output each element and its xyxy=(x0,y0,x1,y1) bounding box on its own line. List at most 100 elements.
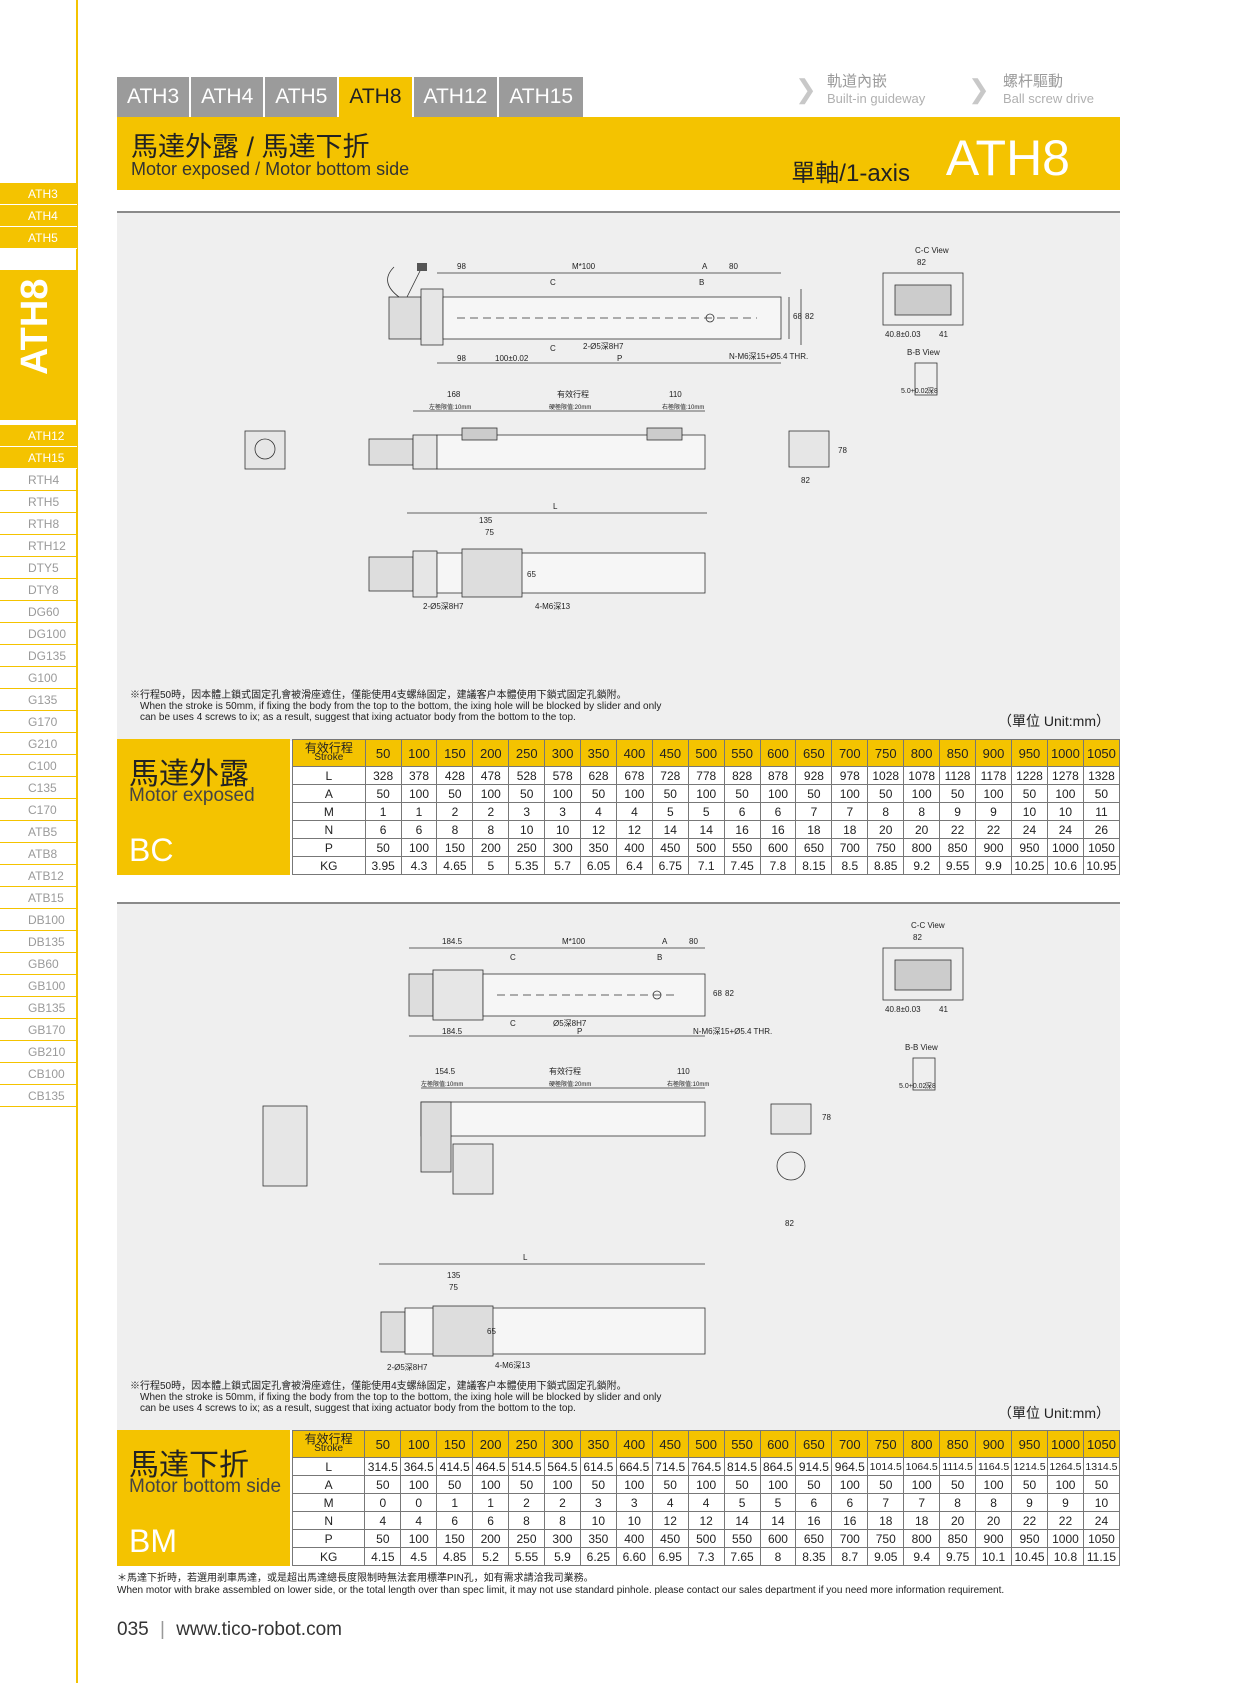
table-cell: 11.15 xyxy=(1082,1547,1121,1566)
row-key: KG xyxy=(291,1547,366,1566)
stroke-cell: 350 xyxy=(579,1430,617,1458)
table-cell: 10.45 xyxy=(1011,1547,1048,1566)
table-cell: 50 xyxy=(364,838,402,857)
sidebar-item-db135[interactable]: DB135 xyxy=(0,931,77,953)
table-cell: 50 xyxy=(508,784,546,803)
stroke-cell: 650 xyxy=(795,1430,833,1458)
table-cell: 50 xyxy=(436,1475,474,1494)
table-cell: 914.5 xyxy=(795,1457,833,1476)
drawing-panel-motor-bottom: 184.5 M*100 A 80 C B C Ø5深8H7 N-M6深15+Ø5… xyxy=(117,902,1120,1430)
table-cell: 100 xyxy=(1046,1475,1084,1494)
tab-ath3[interactable]: ATH3 xyxy=(117,77,190,117)
sidebar-item-dty5[interactable]: DTY5 xyxy=(0,557,77,579)
table-cell: 50 xyxy=(867,1475,905,1494)
dim-p: P xyxy=(617,354,622,363)
sidebar-item-db100[interactable]: DB100 xyxy=(0,909,77,931)
table-cell: 22 xyxy=(1046,1511,1084,1530)
table-cell: 314.5 xyxy=(364,1457,402,1476)
cc-view-label: C-C View xyxy=(915,246,949,255)
note-en-2: can be uses 4 screws to ix; as a result,… xyxy=(140,1403,576,1414)
table-cell: 1314.5 xyxy=(1082,1457,1121,1476)
row-key: N xyxy=(292,820,366,839)
sidebar-item-g100[interactable]: G100 xyxy=(0,667,77,689)
table-cell: 12 xyxy=(651,1511,689,1530)
website-link[interactable]: www.tico-robot.com xyxy=(176,1619,342,1640)
tab-ath8[interactable]: ATH8 xyxy=(339,77,412,117)
table-cell: 100 xyxy=(472,1475,510,1494)
unit-label-2: （單位 Unit:mm） xyxy=(998,1405,1110,1421)
table-cell: 100 xyxy=(615,1475,653,1494)
table-cell: 4.65 xyxy=(436,856,474,875)
sidebar-item-atb5[interactable]: ATB5 xyxy=(0,821,77,843)
table-cell: 900 xyxy=(975,838,1012,857)
sidebar-item-gb170[interactable]: GB170 xyxy=(0,1019,77,1041)
table-cell: 100 xyxy=(400,784,438,803)
sidebar-item-c100[interactable]: C100 xyxy=(0,755,77,777)
tab-ath12[interactable]: ATH12 xyxy=(413,77,498,117)
table-cell: 20 xyxy=(939,1511,977,1530)
sidebar-item-rth12[interactable]: RTH12 xyxy=(0,535,77,557)
tab-ath15[interactable]: ATH15 xyxy=(499,77,584,117)
limit-mid: 硬極限值:20mm xyxy=(549,403,591,411)
sidebar-item-atb12[interactable]: ATB12 xyxy=(0,865,77,887)
sidebar-item-atb8[interactable]: ATB8 xyxy=(0,843,77,865)
sidebar-item-ath3[interactable]: ATH3 xyxy=(0,183,77,205)
table-cell: 8 xyxy=(867,802,905,821)
sidebar-item-c170[interactable]: C170 xyxy=(0,799,77,821)
table-cell: 578 xyxy=(544,766,582,785)
table-cell: 4 xyxy=(400,1511,438,1530)
table-cell: 2 xyxy=(436,802,474,821)
sidebar-item-gb210[interactable]: GB210 xyxy=(0,1041,77,1063)
sidebar-item-g170[interactable]: G170 xyxy=(0,711,77,733)
tab-ath5[interactable]: ATH5 xyxy=(265,77,338,117)
stroke-cell: 150 xyxy=(436,739,474,767)
stroke-cell: 550 xyxy=(723,739,761,767)
table-cell: 850 xyxy=(939,838,977,857)
sidebar-item-cb135[interactable]: CB135 xyxy=(0,1085,77,1107)
table-cell: 10 xyxy=(508,820,546,839)
sidebar-item-gb60[interactable]: GB60 xyxy=(0,953,77,975)
sidebar-item-cb100[interactable]: CB100 xyxy=(0,1063,77,1085)
stroke-cell: 500 xyxy=(687,739,725,767)
table-cell: 18 xyxy=(903,1511,941,1530)
stroke-cell: 200 xyxy=(472,739,510,767)
sidebar-item-ath15[interactable]: ATH15 xyxy=(0,447,77,469)
tab-ath4[interactable]: ATH4 xyxy=(191,77,264,117)
bb-depth: 深8 xyxy=(925,1081,936,1090)
hole-spec-3: 2-Ø5深8H7 xyxy=(423,602,464,611)
model-title: ATH8 xyxy=(945,130,1070,186)
table-cell: 650 xyxy=(795,1529,833,1548)
table-cell: 500 xyxy=(687,1529,725,1548)
sidebar-item-ath4[interactable]: ATH4 xyxy=(0,205,77,227)
sidebar-item-g210[interactable]: G210 xyxy=(0,733,77,755)
label-c-top: C xyxy=(550,278,556,287)
sidebar-item-rth5[interactable]: RTH5 xyxy=(0,491,77,513)
sidebar-item-dg135[interactable]: DG135 xyxy=(0,645,77,667)
table-cell: 50 xyxy=(939,784,977,803)
sidebar-item-rth4[interactable]: RTH4 xyxy=(0,469,77,491)
sidebar-item-rth8[interactable]: RTH8 xyxy=(0,513,77,535)
table-cell: 950 xyxy=(1010,838,1048,857)
table-cell: 464.5 xyxy=(472,1457,510,1476)
table-cell: 528 xyxy=(508,766,546,785)
sidebar-item-dg60[interactable]: DG60 xyxy=(0,601,77,623)
sidebar-item-ath12[interactable]: ATH12 xyxy=(0,425,77,447)
sidebar-item-gb135[interactable]: GB135 xyxy=(0,997,77,1019)
table-cell: 100 xyxy=(759,1475,797,1494)
limit-mid: 硬極限值:20mm xyxy=(549,1080,591,1088)
table-cell: 328 xyxy=(364,766,402,785)
table-cell: 6 xyxy=(795,1493,833,1512)
sidebar-item-atb15[interactable]: ATB15 xyxy=(0,887,77,909)
sidebar-item-g135[interactable]: G135 xyxy=(0,689,77,711)
table-cell: 7.8 xyxy=(759,856,797,875)
sidebar-item-ath5[interactable]: ATH5 xyxy=(0,227,77,249)
table-cell: 6.60 xyxy=(615,1547,653,1566)
sidebar-item-gb100[interactable]: GB100 xyxy=(0,975,77,997)
table-cell: 10 xyxy=(544,820,582,839)
sidebar-item-dg100[interactable]: DG100 xyxy=(0,623,77,645)
chevron-right-icon: ❯ xyxy=(968,74,990,104)
sidebar-item-c135[interactable]: C135 xyxy=(0,777,77,799)
row-key: L xyxy=(292,766,366,785)
sidebar-item-dty8[interactable]: DTY8 xyxy=(0,579,77,601)
